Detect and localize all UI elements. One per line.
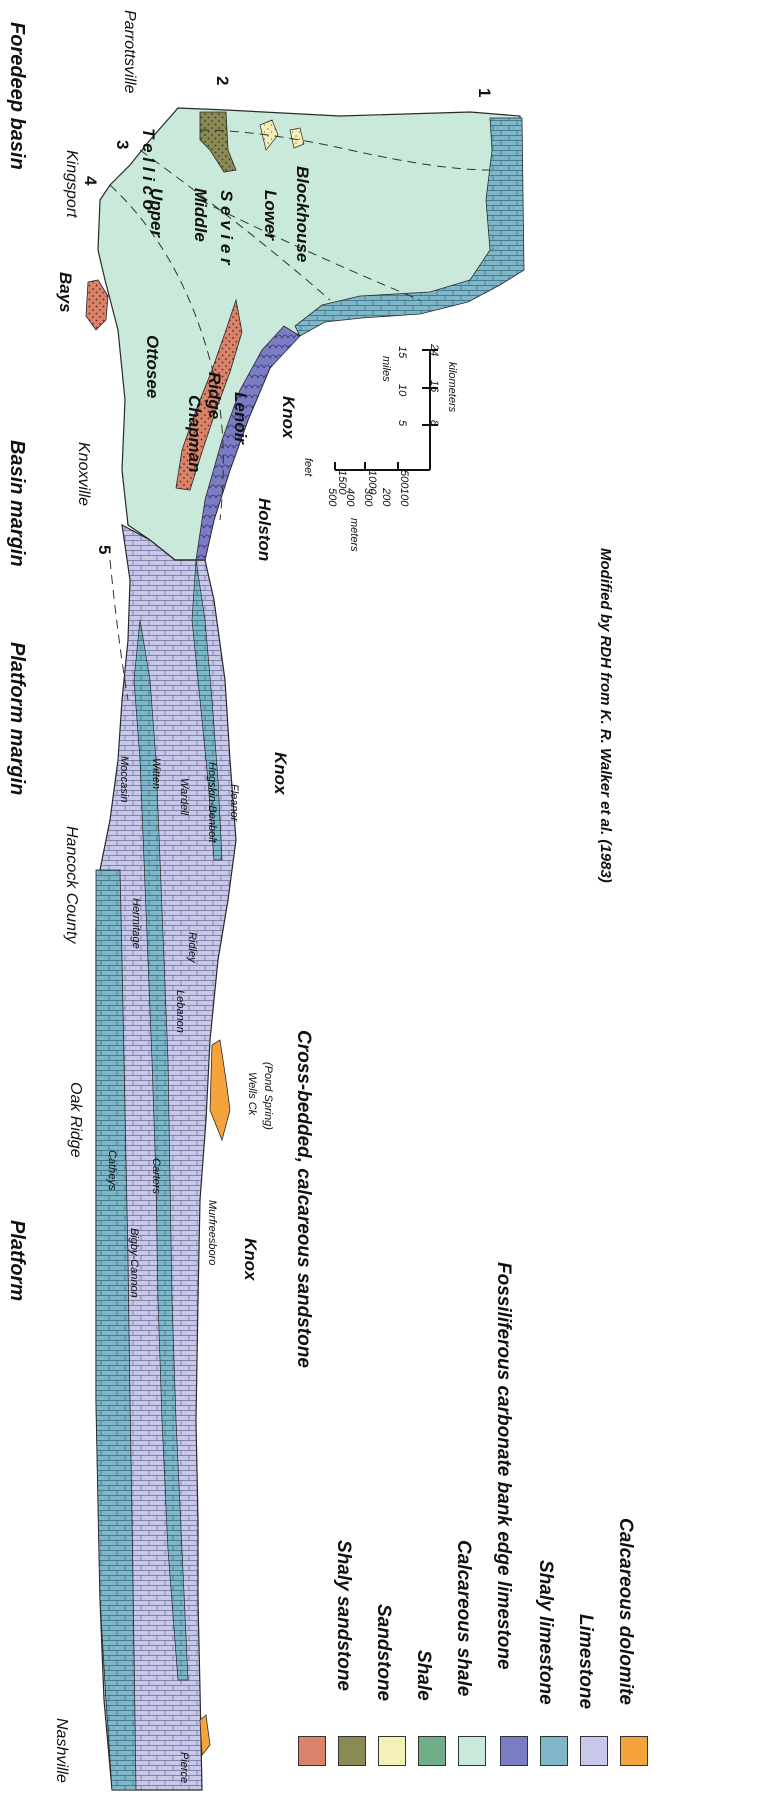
legend-label-shaly-limestone: Shaly limestone (534, 1560, 556, 1705)
formation-hogskin-benbolt: Hogskin-Benbolt (206, 762, 218, 843)
legend-swatch-shale (418, 1736, 446, 1766)
scale-meters-tick-400: 400 (344, 488, 356, 506)
formation-catheys: Catheys (106, 1150, 118, 1190)
formation-witten: Witten (150, 758, 162, 789)
formation-hermitage: Hermitage (130, 898, 142, 949)
formation-murfreesboro: Murfreesboro (206, 1200, 218, 1265)
legend-label-calcareous-shale: Calcareous shale (452, 1540, 474, 1696)
legend-swatch-sandstone (378, 1736, 406, 1766)
formation-knox-east: Knox (278, 396, 298, 439)
legend-label-sandstone: Sandstone (372, 1604, 394, 1701)
formation-ottosee: Ottosee (142, 335, 162, 398)
bays-sandstone (86, 280, 108, 330)
credit-text: Modified by RDH from K. R. Walker et al.… (597, 548, 614, 883)
legend-label-shale: Shale (412, 1650, 434, 1701)
formation-lower: Lower (260, 190, 280, 240)
section-number-3: 3 (112, 140, 132, 149)
wells-ck-dolomite (210, 1040, 230, 1140)
scale-miles-label: miles (380, 356, 392, 382)
section-number-5: 5 (94, 545, 114, 554)
horizontal-scale-bar (422, 350, 438, 470)
scale-meters-label: meters (348, 518, 360, 552)
place-oak-ridge: Oak Ridge (66, 1082, 84, 1158)
legend-swatch-shaly-sandstone (338, 1736, 366, 1766)
legend-label-shaly-sandstone: Shaly sandstone (332, 1540, 354, 1691)
formation-pond-spring: (Pond Spring) (262, 1062, 274, 1130)
legend-label-limestone: Limestone (574, 1614, 596, 1709)
legend-swatch-limestone (580, 1736, 608, 1766)
formation-carters: Carters (150, 1158, 162, 1194)
formation-lenoir: Lenoir (230, 392, 250, 444)
legend-label-bank-edge-limestone: Fossiliferous carbonate bank edge limest… (492, 1262, 514, 1670)
section-number-2: 2 (212, 76, 232, 85)
scale-km-tick-8: 8 (428, 420, 440, 426)
region-platform: Platform (5, 1220, 28, 1301)
section-number-1: 1 (474, 88, 494, 97)
region-foredeep-basin: Foredeep basin (5, 22, 28, 170)
legend-swatch-calcareous-shale (458, 1736, 486, 1766)
scale-miles-tick-5: 5 (396, 420, 408, 426)
legend-swatch-bank-edge-limestone (500, 1736, 528, 1766)
scale-meters-tick-300: 300 (362, 488, 374, 506)
scale-km-tick-16: 16 (428, 380, 440, 392)
place-knoxville: Knoxville (74, 442, 92, 506)
formation-moccasin: Moccasin (118, 756, 130, 802)
formation-bigby-cannon: Bigby-Cannon (128, 1228, 140, 1298)
formation-holston: Holston (254, 498, 274, 561)
pierce-dolomite (200, 1715, 210, 1755)
scale-meters-tick-200: 200 (380, 488, 392, 506)
legend-swatch-calcareous-dolomite (620, 1736, 648, 1766)
formation-lebanon: Lebanon (174, 990, 186, 1033)
legend-label-calcareous-dolomite: Calcareous dolomite (614, 1518, 636, 1705)
formation-wardell: Wardell (178, 778, 190, 815)
formation-bays: Bays (55, 272, 75, 313)
region-platform-margin: Platform margin (5, 642, 28, 795)
scale-meters-tick-100: 100 (398, 488, 410, 506)
scale-miles-tick-10: 10 (396, 384, 408, 396)
formation-knox-west: Knox (240, 1238, 260, 1281)
section-number-4: 4 (80, 176, 100, 185)
place-kingsport: Kingsport (62, 150, 80, 218)
scale-feet-tick-500: 500 (398, 470, 410, 488)
formation-middle: Middle (190, 188, 210, 242)
formation-fleanor: Fleanor (228, 784, 240, 821)
formation-sevier: S e v i e r (216, 190, 236, 265)
legend-label-cross-bedded-sandstone: Cross-bedded, calcareous sandstone (292, 1030, 314, 1368)
scale-miles-tick-15: 15 (396, 346, 408, 358)
place-hancock-county: Hancock County (62, 826, 80, 943)
legend-swatch-shaly-limestone (540, 1736, 568, 1766)
scale-meters-tick-500: 500 (326, 488, 338, 506)
formation-knox-mid: Knox (270, 752, 290, 795)
vertical-scale-bar (335, 462, 430, 470)
place-parrottsville: Parrottsville (120, 10, 138, 94)
formation-wells-ck: Wells Ck (246, 1072, 258, 1115)
formation-blockhouse: Blockhouse (292, 166, 312, 262)
place-nashville: Nashville (52, 1718, 70, 1783)
formation-ridley: Ridley (186, 932, 198, 963)
legend-swatch-cross-bedded-sandstone (298, 1736, 326, 1766)
formation-ridge: Ridge (204, 372, 224, 419)
region-basin-margin: Basin margin (5, 440, 28, 567)
place-pierce: Pierce (178, 1752, 190, 1783)
formation-chapman: Chapman (184, 395, 204, 472)
scale-km-label: kilometers (446, 362, 458, 412)
scale-feet-label: feet (302, 458, 314, 476)
scale-km-tick-24: 24 (428, 344, 440, 356)
formation-upper: Upper (146, 188, 166, 237)
